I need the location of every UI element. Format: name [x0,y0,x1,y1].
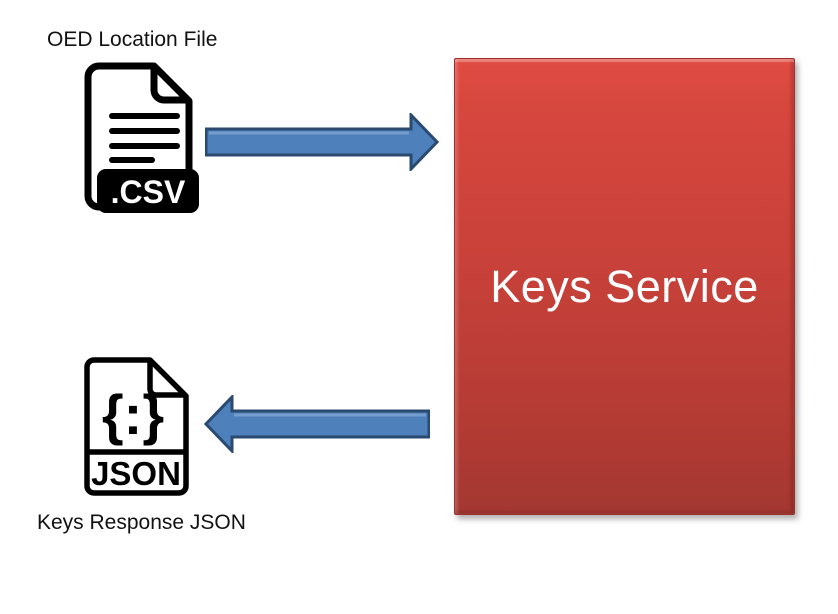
csv-file-icon: .CSV [84,62,199,213]
folded-corner [147,360,186,398]
keys-service-label: Keys Service [490,260,759,312]
input-file-label: OED Location File [47,28,218,51]
right-arrow-shape [205,113,439,171]
document-text-lines [109,113,180,163]
csv-badge [97,169,199,213]
folded-corner [150,66,189,104]
keys-service-box: Keys Service [454,58,795,515]
right-arrow-icon [205,113,439,171]
output-file-label: Keys Response JSON [37,511,246,534]
json-braces-glyph: {:} [102,383,164,446]
left-arrow-shape [204,395,430,453]
json-file-icon: {:} JSON [84,357,189,496]
left-arrow-icon [204,395,430,453]
csv-badge-label: .CSV [111,174,186,210]
json-type-label: JSON [91,455,181,492]
